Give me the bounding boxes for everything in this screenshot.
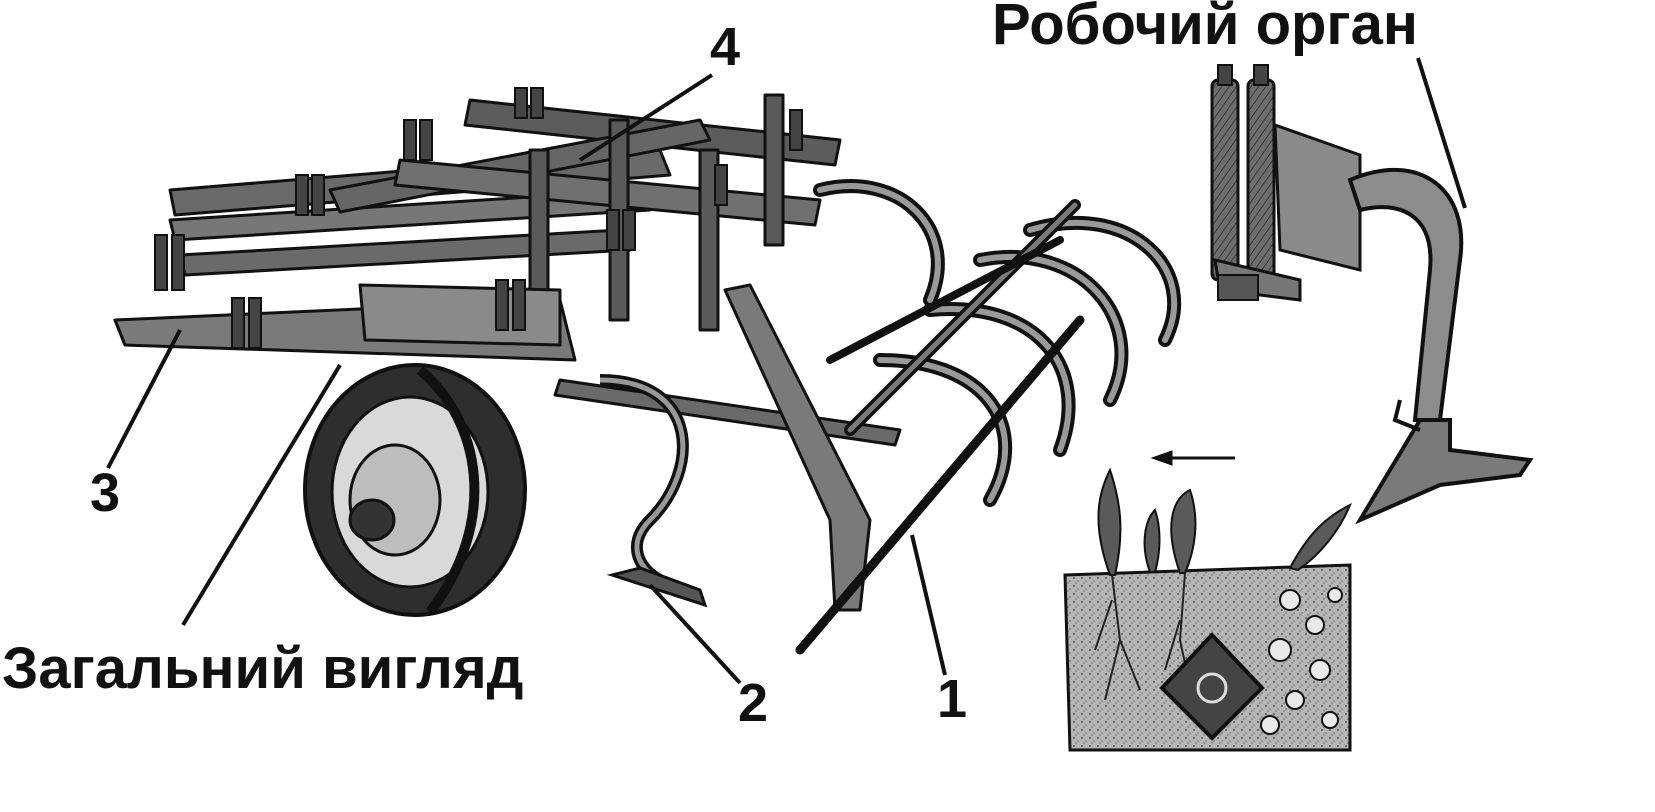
working-part-title: Робочий орган	[992, 0, 1418, 57]
spring-stacks	[154, 87, 803, 349]
direction-arrow-icon	[1150, 450, 1235, 466]
label-2: 2	[738, 673, 769, 733]
soil-cross-section	[1063, 467, 1352, 752]
cultivator-tine	[599, 374, 708, 608]
label-1: 1	[937, 669, 968, 729]
support-wheel	[303, 363, 527, 617]
spring-tines	[795, 179, 1182, 655]
leader-lines	[106, 57, 1467, 685]
general-view-title: Загальний вигляд	[2, 636, 524, 701]
working-part-drawing	[1210, 64, 1534, 525]
label-4: 4	[710, 17, 741, 77]
label-3: 3	[90, 463, 121, 523]
